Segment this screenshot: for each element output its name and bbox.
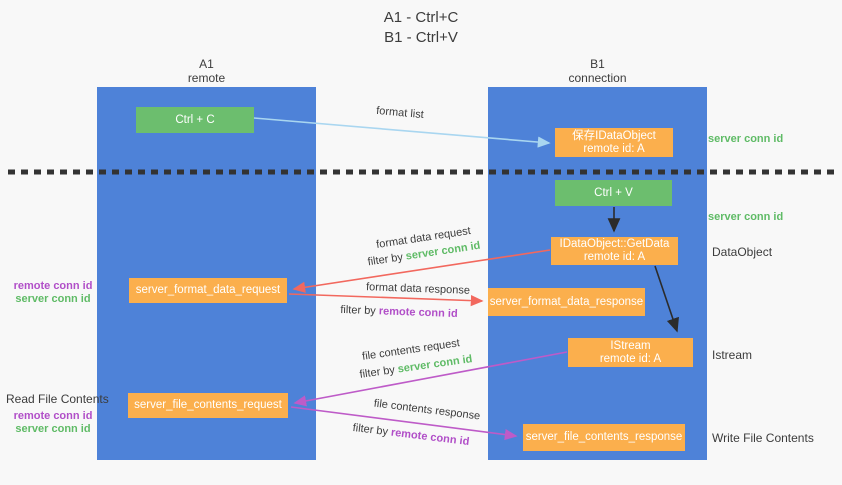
label-write-file-contents: Write File Contents — [712, 431, 814, 445]
filter-by-text: filter by — [358, 363, 399, 381]
node-ctrl-c: Ctrl + C — [136, 107, 254, 133]
node-file-request-label: server_file_contents_request — [134, 399, 282, 411]
node-save-dataobject-line2: remote id: A — [583, 142, 645, 155]
node-getdata-line2: remote id: A — [583, 251, 646, 263]
node-istream-line2: remote id: A — [599, 352, 662, 365]
node-getdata: IDataObject::GetData remote id: A — [551, 237, 678, 265]
label-file-contents-response-filter: filter by remote conn id — [350, 422, 473, 449]
node-save-dataobject-line1: 保存IDataObject — [572, 129, 656, 142]
filter-by-text: filter by — [366, 250, 407, 269]
node-format-request: server_format_data_request — [129, 278, 287, 303]
node-ctrl-v: Ctrl + V — [555, 180, 672, 206]
filter-id-server-conn: server conn id — [396, 353, 474, 376]
label-server-conn-id-mid: server conn id — [708, 211, 784, 223]
node-format-response: server_format_data_response — [488, 288, 645, 316]
label-server-conn-id-top: server conn id — [708, 133, 784, 145]
filter-id-remote-conn: remote conn id — [378, 305, 458, 321]
label-format-remote-conn-id: remote conn id — [13, 280, 93, 292]
label-dataobject: DataObject — [712, 245, 773, 259]
node-file-response-label: server_file_contents_response — [525, 431, 683, 443]
lane-header-a1: A1 remote — [97, 57, 316, 85]
node-istream: IStream remote id: A — [568, 338, 693, 367]
label-read-file-contents: Read File Contents — [6, 392, 109, 406]
lane-a1-subtitle: remote — [187, 71, 226, 85]
label-istream: Istream — [712, 348, 753, 362]
label-file-contents-response: file contents response — [373, 397, 481, 423]
label-file-server-conn-id: server conn id — [15, 423, 91, 435]
label-file-remote-conn-id: remote conn id — [13, 410, 93, 422]
node-file-response: server_file_contents_response — [523, 424, 685, 451]
label-format-list: format list — [375, 104, 425, 122]
filter-by-text: filter by — [340, 303, 380, 318]
lane-a1-name: A1 — [199, 57, 214, 71]
node-save-dataobject: 保存IDataObject remote id: A — [555, 128, 673, 157]
node-ctrl-c-label: Ctrl + C — [175, 113, 215, 126]
label-format-server-conn-id: server conn id — [15, 293, 91, 305]
node-getdata-line1: IDataObject::GetData — [559, 238, 670, 250]
label-format-data-response: format data response — [365, 281, 471, 297]
lane-b1-subtitle: connection — [568, 71, 627, 85]
node-istream-line1: IStream — [610, 339, 651, 352]
node-file-request: server_file_contents_request — [128, 393, 288, 418]
node-format-response-label: server_format_data_response — [489, 295, 644, 308]
diagram-title: A1 - Ctrl+C B1 - Ctrl+V — [0, 8, 842, 48]
filter-by-text: filter by — [352, 421, 392, 439]
label-format-data-response-filter: filter by remote conn id — [338, 304, 460, 320]
lane-b1-name: B1 — [590, 57, 605, 71]
lane-header-b1: B1 connection — [488, 57, 707, 85]
title-line-2: B1 - Ctrl+V — [384, 29, 458, 46]
filter-id-remote-conn: remote conn id — [390, 426, 470, 449]
title-line-1: A1 - Ctrl+C — [383, 9, 459, 26]
node-ctrl-v-label: Ctrl + V — [594, 186, 633, 199]
node-format-request-label: server_format_data_request — [135, 284, 281, 296]
